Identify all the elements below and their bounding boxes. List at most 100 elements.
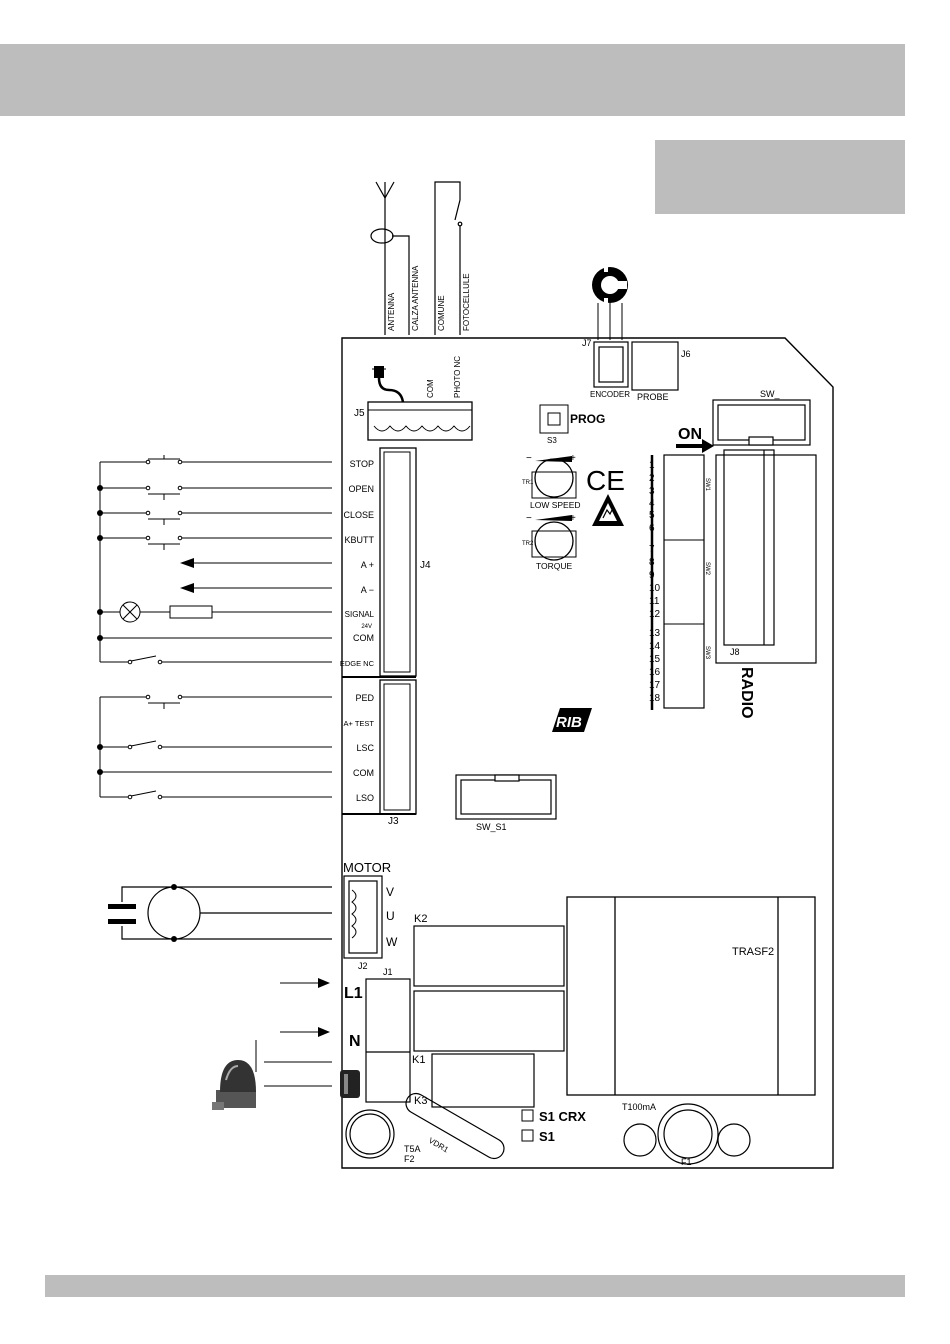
fuse-t5a-label: T5A (404, 1144, 421, 1154)
transformer-label: TRASF2 (732, 946, 774, 958)
dip-number-5: 5 (649, 510, 655, 521)
motor-terminal-w: W (386, 935, 398, 949)
antenna-signal-arrows-icon (180, 558, 194, 593)
wire-label-antenna: ANTENNA (387, 292, 396, 331)
tr2-plus: + (570, 513, 576, 524)
dip-bank-sw2: SW2 (704, 562, 710, 576)
dip-number-4: 4 (649, 498, 655, 509)
lamp-wires (264, 1061, 332, 1087)
power-l1-label: L1 (344, 985, 363, 1002)
tr1-minus: − (526, 453, 532, 464)
dip-number-12: 12 (649, 609, 661, 620)
j5-connector (367, 366, 473, 441)
j5-label: J5 (354, 408, 365, 419)
torque-trimmer-icon (531, 515, 577, 561)
tr1-plus: + (570, 453, 576, 464)
j4-terminal-signal: SIGNAL (345, 610, 375, 619)
j2-label: J2 (358, 961, 368, 971)
rib-logo-text: RIB (556, 714, 582, 731)
dip-number-11: 11 (649, 596, 660, 607)
j4-terminal-com: COM (353, 633, 374, 643)
fuse-holder-icon (340, 1070, 360, 1098)
s1-label: S1 (539, 1129, 555, 1144)
j3-terminal-com: COM (353, 768, 374, 778)
dip-number-14: 14 (649, 641, 661, 652)
header-side-box (655, 140, 905, 214)
varistor-vdr-icon (405, 1092, 505, 1160)
j4-external-wiring (99, 455, 332, 665)
dip-on-arrow-icon (676, 439, 714, 453)
relay-k1-label: K1 (412, 1054, 425, 1066)
sw-top-connector (712, 399, 811, 446)
j7-connector (593, 341, 629, 388)
capacitor-icon (108, 884, 177, 942)
fuse-f2-icon (345, 1109, 395, 1159)
prog-label: PROG (570, 412, 605, 426)
j3-terminal-ped: PED (355, 693, 374, 703)
j4-signal-voltage: 24V (361, 624, 372, 630)
relay-k3-label: K3 (414, 1095, 427, 1107)
probe-label: PROBE (637, 392, 669, 402)
prog-button (539, 404, 569, 434)
j7-label: J7 (582, 338, 592, 348)
dip-number-10: 10 (649, 583, 661, 594)
encoder-sensor-icon (592, 264, 628, 340)
torque-label: TORQUE (536, 561, 573, 571)
footer-band (45, 1275, 905, 1297)
j4-terminal-a-minus: A − (361, 585, 374, 595)
wire-label-comune: COMUNE (437, 295, 446, 331)
j1-power-connector (365, 978, 411, 1103)
j3-junction-dots (97, 744, 103, 775)
sw-top-label: SW_ (760, 389, 780, 399)
motor-terminal-u: U (386, 909, 395, 923)
s1-jumper-boxes (521, 1109, 534, 1142)
tr2-minus: − (526, 513, 532, 524)
dip-number-6: 6 (649, 523, 655, 534)
radio-label: RADIO (738, 667, 755, 719)
j1-label: J1 (383, 967, 393, 977)
fuse-f2-label: F2 (404, 1154, 415, 1164)
dip-bank-sw1: SW1 (704, 478, 710, 492)
power-input-arrows-icon (280, 978, 330, 1037)
fuse-t100-label: T100mA (622, 1102, 656, 1112)
dip-number-2: 2 (649, 473, 655, 484)
dip-bank-sw3: SW3 (704, 646, 710, 660)
motor-terminal-v: V (386, 885, 394, 899)
j6-connector (631, 341, 679, 391)
j3-terminal-lsc: LSC (356, 743, 374, 753)
power-n-label: N (349, 1033, 361, 1050)
dip-switch-banks (650, 454, 705, 710)
esd-warning-icon (592, 494, 624, 526)
j3-terminal-lso: LSO (356, 793, 374, 803)
j4-label: J4 (420, 560, 431, 571)
antenna-plug-icon (372, 366, 405, 403)
tr1-label: TR1 (522, 480, 534, 486)
low-speed-trimmer-icon (531, 456, 577, 499)
j4-junction-dots (97, 485, 103, 641)
j4-terminal-edge-nc: EDGE NC (340, 659, 375, 668)
relay-k2-label: K2 (414, 913, 427, 925)
dip-number-16: 16 (649, 667, 661, 678)
j3-terminal-a-test: A+ TEST (344, 719, 375, 728)
s1-crx-label: S1 CRX (539, 1109, 586, 1124)
fuse-f1-icon (623, 1103, 751, 1165)
motor-connector (343, 875, 383, 959)
wire-label-fotocellule: FOTOCELLULE (462, 273, 471, 331)
transformer-block (566, 896, 816, 1096)
flashing-lamp-icon (212, 1040, 257, 1110)
j5-com-label: COM (426, 379, 435, 398)
j4-terminal-open: OPEN (348, 484, 374, 494)
sw-s1-connector (455, 774, 557, 820)
wire-label-calza-antenna: CALZA ANTENNA (411, 265, 420, 331)
relay-blocks (413, 925, 565, 1108)
j8-radio-connector (715, 449, 817, 664)
low-speed-label: LOW SPEED (530, 500, 581, 510)
dip-number-7: 7 (649, 544, 655, 555)
j4-connector (342, 447, 417, 678)
header-band (0, 44, 905, 116)
fuse-f1-label: F1 (681, 1157, 692, 1167)
j3-connector (342, 679, 417, 815)
j4-terminal-kbutt: KBUTT (344, 535, 374, 545)
dip-number-3: 3 (649, 486, 655, 497)
